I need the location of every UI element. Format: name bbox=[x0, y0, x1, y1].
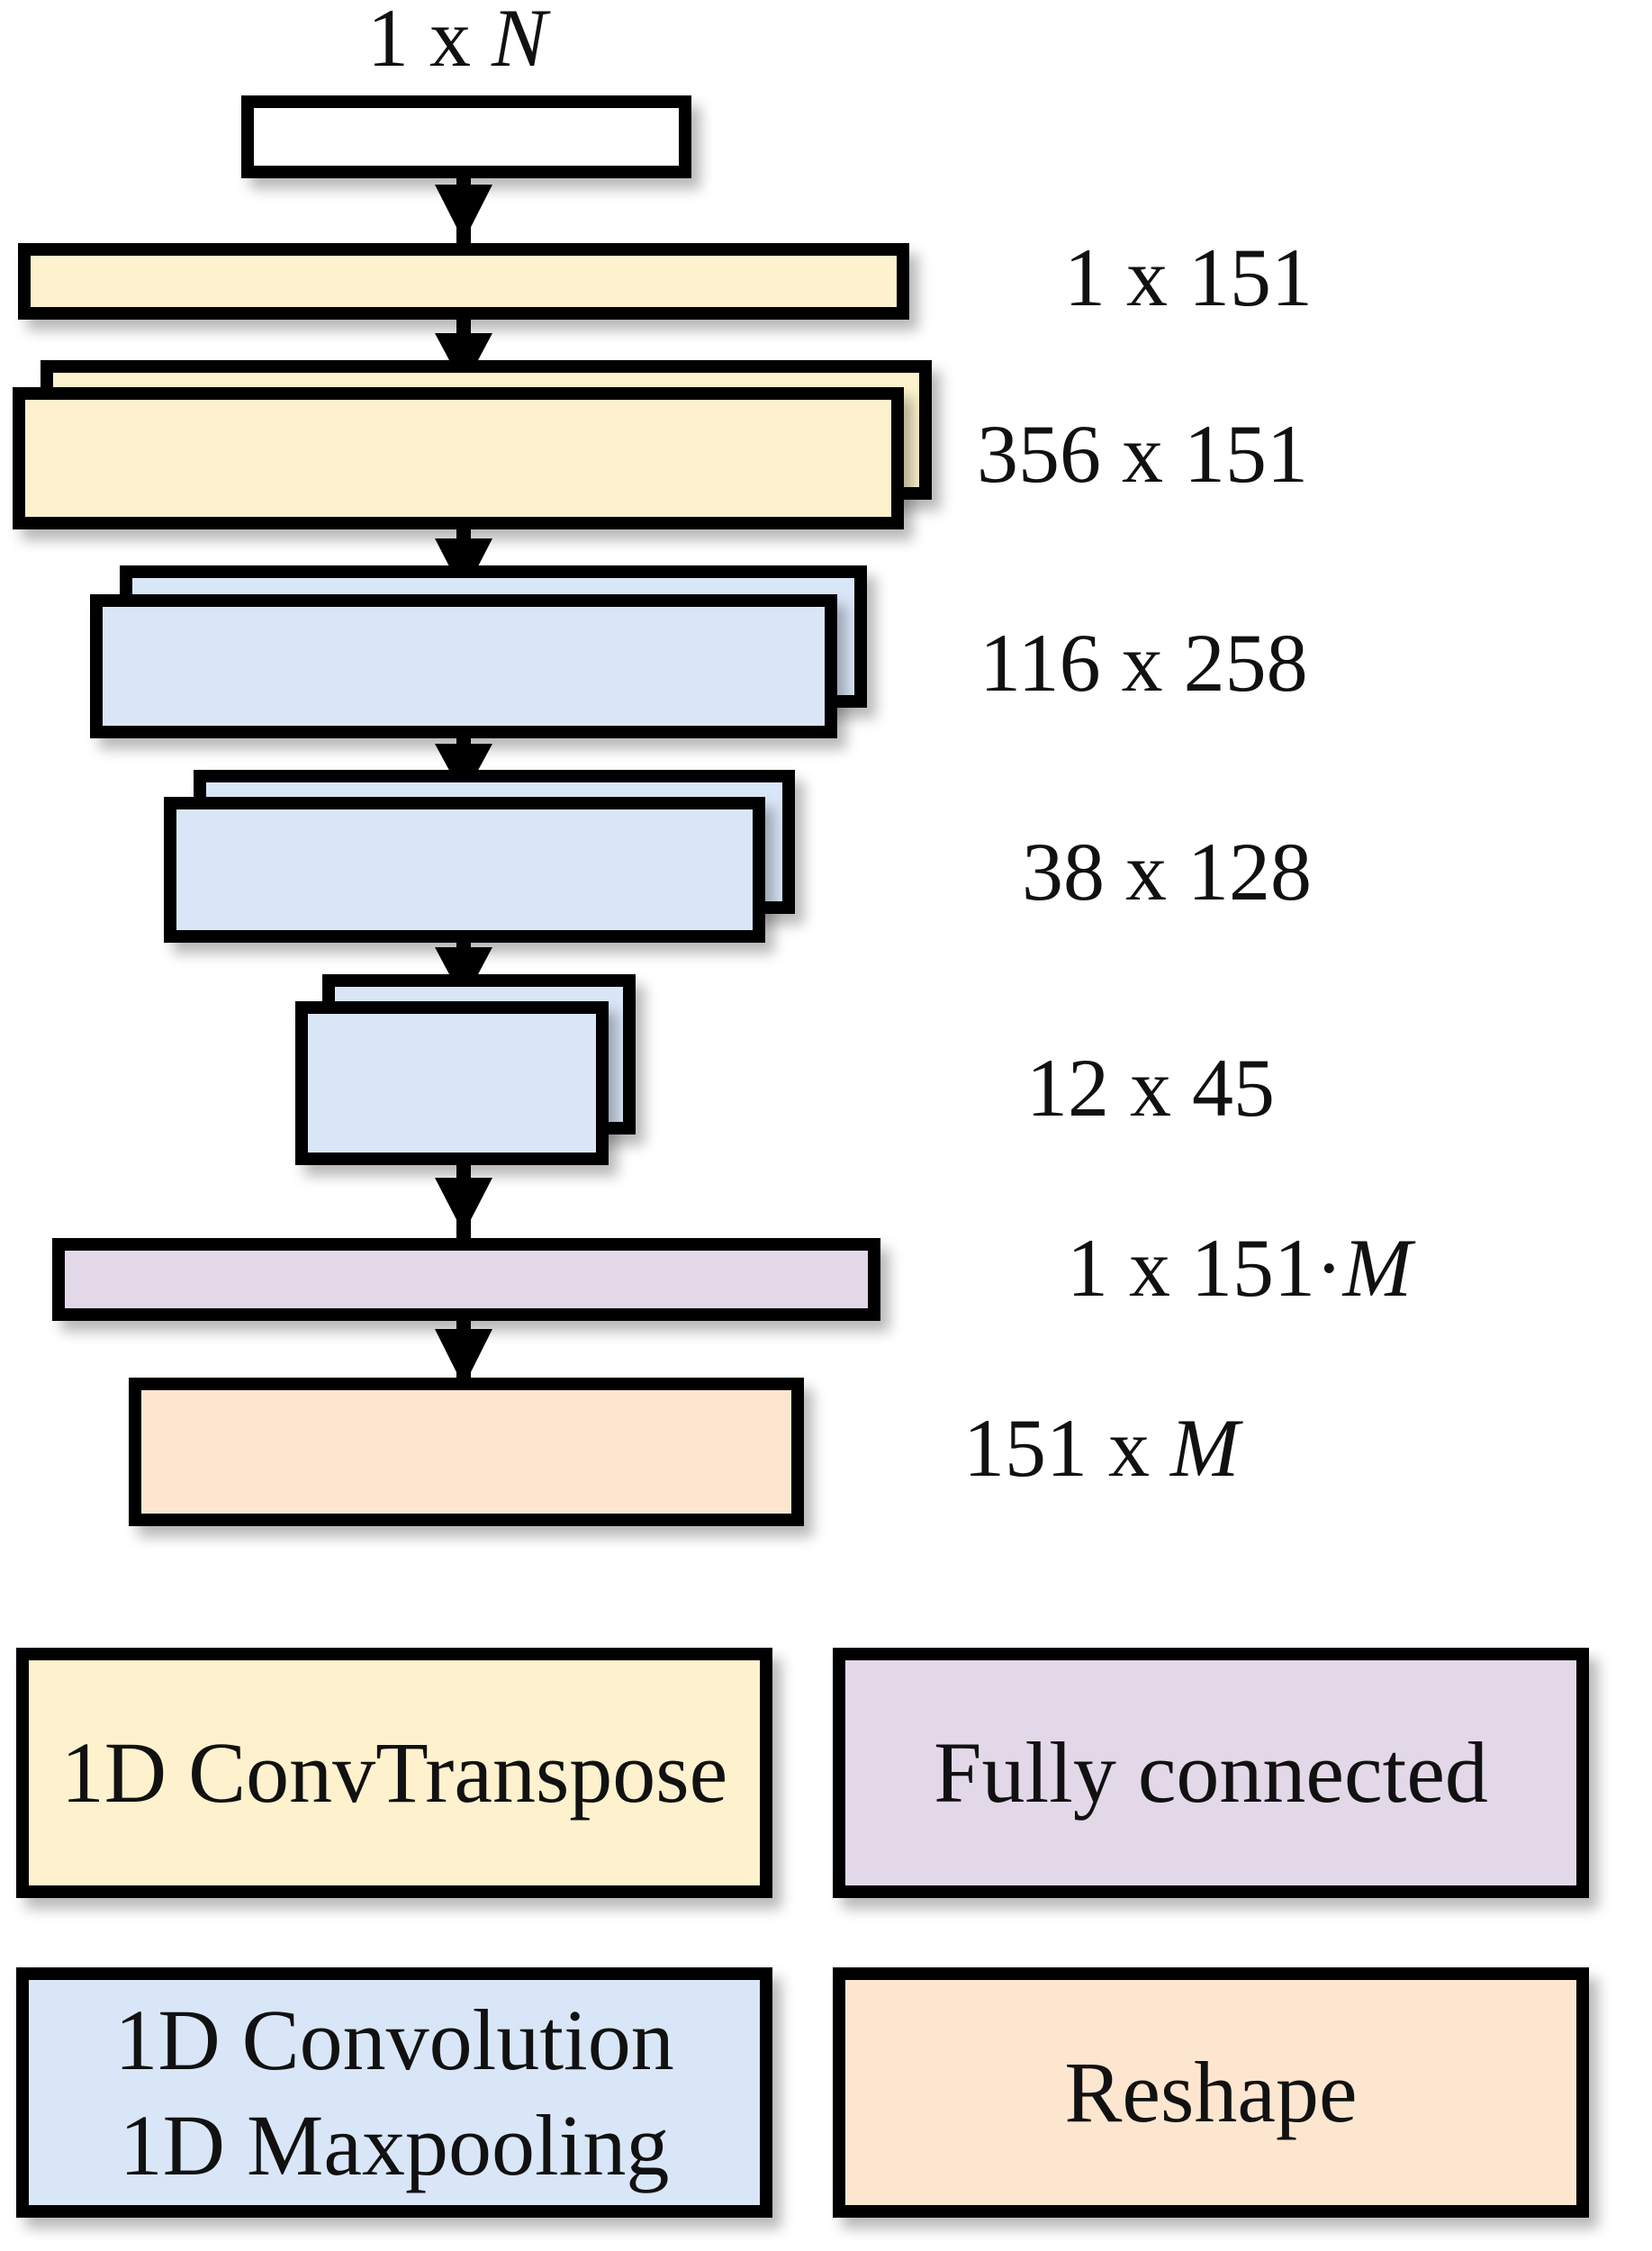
conv-layer-1-box bbox=[90, 594, 837, 738]
deconv-layer-1-dim-prefix: 1 x 151 bbox=[1064, 231, 1313, 323]
legend-convolution: 1D Convolution 1D Maxpooling bbox=[16, 1967, 772, 2218]
input-dim-prefix: 1 x bbox=[367, 0, 492, 84]
legend-conv-transpose: 1D ConvTranspose bbox=[16, 1648, 772, 1898]
deconv-layer-1-dim-label: 1 x 151 bbox=[1064, 236, 1313, 319]
conv-layer-3-box bbox=[295, 1001, 609, 1165]
reshape-dim-label: 151 x M bbox=[963, 1406, 1240, 1489]
reshape-dim-var: M bbox=[1170, 1402, 1240, 1494]
legend-fully-connected-text: Fully connected bbox=[934, 1724, 1488, 1822]
reshape-box bbox=[129, 1378, 804, 1526]
legend-fully-connected: Fully connected bbox=[833, 1648, 1589, 1898]
reshape-dim-prefix: 151 x bbox=[963, 1402, 1170, 1494]
conv-layer-1-dim-label: 116 x 258 bbox=[979, 621, 1308, 704]
deconv-layer-1-box bbox=[18, 243, 909, 320]
legend-convolution-text-2: 1D Maxpooling bbox=[119, 2097, 670, 2193]
conv-layer-2-dim-label: 38 x 128 bbox=[1022, 830, 1312, 913]
input-dim-label: 1 x N bbox=[367, 0, 546, 79]
arrow-conv3-to-fc-head bbox=[435, 1178, 492, 1234]
conv-layer-2-dim-prefix: 38 x 128 bbox=[1022, 826, 1312, 918]
deconv-layer-2-box bbox=[13, 387, 904, 529]
conv-layer-3-dim-label: 12 x 45 bbox=[1026, 1046, 1275, 1129]
fully-connected-dim-label: 1 x 151·M bbox=[1067, 1226, 1412, 1309]
conv-layer-3-dim-prefix: 12 x 45 bbox=[1026, 1042, 1275, 1134]
fully-connected-box bbox=[52, 1238, 880, 1321]
legend-reshape: Reshape bbox=[833, 1967, 1589, 2218]
input-dim-var: N bbox=[492, 0, 547, 84]
conv-layer-2-box bbox=[164, 797, 765, 943]
conv-layer-1-dim-prefix: 116 x 258 bbox=[979, 617, 1308, 709]
legend-convolution-text-1: 1D Convolution bbox=[114, 1991, 674, 2088]
arrow-input-to-fc1-head bbox=[435, 185, 492, 241]
input-box bbox=[241, 95, 691, 178]
fully-connected-dim-var: M bbox=[1342, 1222, 1413, 1314]
legend-conv-transpose-text: 1D ConvTranspose bbox=[60, 1724, 728, 1822]
fully-connected-dim-prefix: 1 x 151· bbox=[1067, 1222, 1343, 1314]
legend-reshape-text: Reshape bbox=[1064, 2044, 1358, 2141]
deconv-layer-2-dim-label: 356 x 151 bbox=[977, 412, 1308, 495]
deconv-layer-2-dim-prefix: 356 x 151 bbox=[977, 408, 1308, 500]
arrow-fc-to-reshape-head bbox=[435, 1329, 492, 1387]
